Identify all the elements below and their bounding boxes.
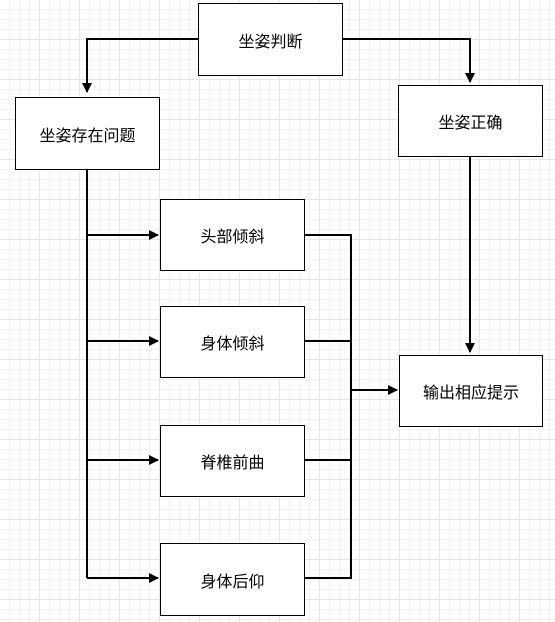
node-body-lean-back: 身体后仰 bbox=[160, 543, 305, 616]
node-posture-correct: 坐姿正确 bbox=[398, 85, 543, 157]
node-body-lean-back-label: 身体后仰 bbox=[200, 571, 265, 591]
node-spine-flexion: 脊椎前曲 bbox=[160, 425, 305, 497]
node-posture-judgment: 坐姿判断 bbox=[198, 3, 343, 76]
node-posture-correct-label: 坐姿正确 bbox=[438, 113, 503, 132]
node-posture-problem-label: 坐姿存在问题 bbox=[39, 125, 136, 145]
node-output-prompt: 输出相应提示 bbox=[399, 355, 543, 427]
node-posture-problem: 坐姿存在问题 bbox=[15, 97, 160, 170]
edge-root-to-problem bbox=[82, 38, 198, 93]
node-body-tilt: 身体倾斜 bbox=[160, 306, 305, 378]
node-head-tilt: 头部倾斜 bbox=[160, 199, 305, 271]
edge-root-to-correct bbox=[343, 38, 475, 83]
node-head-tilt-label: 头部倾斜 bbox=[200, 227, 265, 246]
node-output-prompt-label: 输出相应提示 bbox=[422, 383, 519, 402]
node-body-tilt-label: 身体倾斜 bbox=[200, 334, 265, 353]
node-posture-judgment-label: 坐姿判断 bbox=[238, 31, 303, 51]
node-spine-flexion-label: 脊椎前曲 bbox=[200, 453, 265, 472]
